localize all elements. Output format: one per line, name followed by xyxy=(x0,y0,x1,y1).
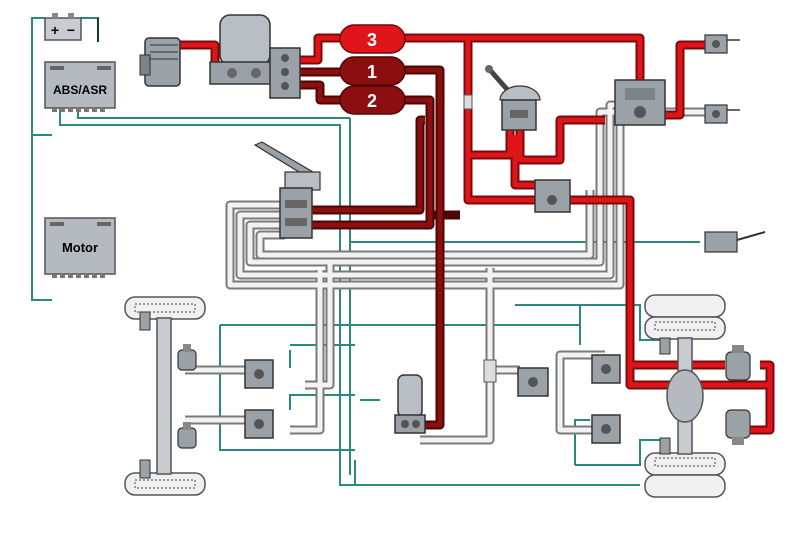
tank-3-label: 3 xyxy=(367,30,377,50)
electric-wiring xyxy=(31,17,700,486)
abs-asr-control-unit: ABS/ASR xyxy=(44,61,116,112)
battery-minus-label: − xyxy=(67,22,75,38)
battery: + − xyxy=(44,13,99,42)
trailer-control-valve xyxy=(614,79,666,126)
front-axle xyxy=(124,296,206,496)
abs-asr-label: ABS/ASR xyxy=(53,83,107,97)
tank-2-label: 2 xyxy=(367,91,377,111)
tank-1-label: 1 xyxy=(367,62,377,82)
tee-connector xyxy=(483,359,497,383)
pipes-circuit-1-2 xyxy=(300,65,460,430)
foot-brake-valve xyxy=(253,141,321,239)
reservoir-tank-1: 1 xyxy=(339,56,406,86)
front-abs-valve-upper xyxy=(244,359,274,389)
front-abs-valve-lower xyxy=(244,409,274,439)
motor-control-unit: Motor xyxy=(44,217,116,278)
rear-abs-valve-upper xyxy=(591,354,621,384)
front-brake-chamber-upper xyxy=(177,344,197,371)
asr-valve xyxy=(517,367,549,397)
coupling-head-red xyxy=(704,34,740,54)
control-pipes xyxy=(185,90,720,445)
relay-valve-center xyxy=(534,179,571,213)
motor-label: Motor xyxy=(62,240,98,255)
rear-spring-brake-lower xyxy=(725,409,751,445)
pipes-circuit-3 xyxy=(180,33,775,435)
battery-plus-label: + xyxy=(51,22,59,38)
air-compressor xyxy=(139,37,181,87)
air-dryer xyxy=(209,14,276,85)
rear-axle xyxy=(644,294,751,498)
rear-spring-brake-upper xyxy=(725,345,751,381)
front-brake-chamber-lower xyxy=(177,422,197,449)
reservoir-tank-2: 2 xyxy=(339,85,406,115)
coupling-head-control xyxy=(704,104,740,124)
trailer-electric-connector xyxy=(704,231,766,253)
hand-brake-valve xyxy=(485,65,541,131)
test-connector xyxy=(463,94,473,110)
rear-abs-valve-lower xyxy=(591,414,621,444)
reservoir-tank-3: 3 xyxy=(339,24,406,54)
protection-valve xyxy=(269,47,301,99)
rear-relay-valve xyxy=(394,374,426,434)
